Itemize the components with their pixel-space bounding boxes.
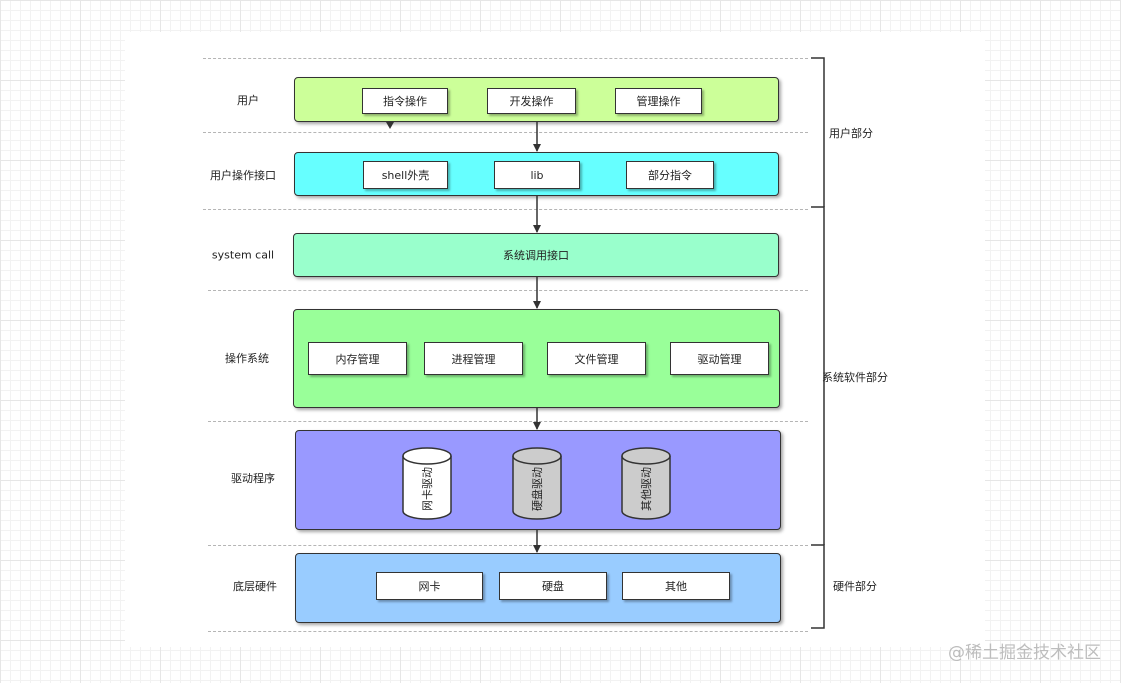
bracket-user-part (811, 57, 825, 207)
separator-line (208, 545, 808, 546)
cylinder-other-driver: 其他驱动 (620, 446, 672, 521)
row-label-user: 用户 (237, 94, 259, 107)
row-label-drivers: 驱动程序 (231, 472, 275, 485)
cylinder-disk-driver: 硬盘驱动 (511, 446, 563, 521)
system-call-interface-text: 系统调用接口 (503, 249, 569, 262)
row-label-hardware: 底层硬件 (233, 580, 277, 593)
layer-os: 内存管理 进程管理 文件管理 驱动管理 (293, 309, 780, 408)
box-shell: shell外壳 (363, 161, 448, 189)
layer-user-interface: shell外壳 lib 部分指令 (294, 152, 779, 196)
cylinder-shape (621, 447, 671, 520)
small-arrowhead (386, 122, 394, 129)
separator-line (208, 631, 808, 632)
separator-line (208, 290, 808, 291)
layer-user: 指令操作 开发操作 管理操作 (294, 77, 779, 122)
section-brackets (811, 57, 825, 629)
side-label-hardware-part: 硬件部分 (833, 580, 877, 593)
separator-line (208, 421, 808, 422)
box-lib: lib (494, 161, 580, 189)
cylinder-nic-driver: 网卡驱动 (401, 446, 453, 521)
layer-hardware: 网卡 硬盘 其他 (295, 553, 781, 623)
box-process-mgmt: 进程管理 (424, 342, 523, 375)
side-label-system-software-part: 系统软件部分 (822, 371, 888, 384)
row-label-user-interface: 用户操作接口 (210, 169, 276, 182)
watermark: @稀土掘金技术社区 (948, 643, 1101, 663)
cylinder-shape (512, 447, 562, 520)
box-admin-op: 管理操作 (615, 88, 702, 114)
side-label-user-part: 用户部分 (829, 127, 873, 140)
cylinder-shape (402, 447, 452, 520)
box-other: 其他 (622, 572, 730, 600)
layer-system-call: 系统调用接口 (293, 233, 779, 277)
layer-drivers: 网卡驱动 硬盘驱动 其他驱动 (295, 430, 781, 530)
separator-line (203, 58, 808, 59)
box-memory-mgmt: 内存管理 (308, 342, 407, 375)
box-partial-command: 部分指令 (626, 161, 714, 189)
box-file-mgmt: 文件管理 (547, 342, 646, 375)
box-nic: 网卡 (376, 572, 483, 600)
separator-line (203, 132, 808, 133)
row-label-system-call: system call (211, 248, 275, 262)
box-disk: 硬盘 (499, 572, 607, 600)
bracket-hardware-part (811, 544, 825, 629)
box-driver-mgmt: 驱动管理 (670, 342, 769, 375)
separator-line (203, 209, 808, 210)
bracket-system-software-part (811, 206, 825, 545)
row-label-os: 操作系统 (225, 352, 269, 365)
box-dev-op: 开发操作 (487, 88, 576, 114)
box-command-op: 指令操作 (362, 88, 448, 114)
